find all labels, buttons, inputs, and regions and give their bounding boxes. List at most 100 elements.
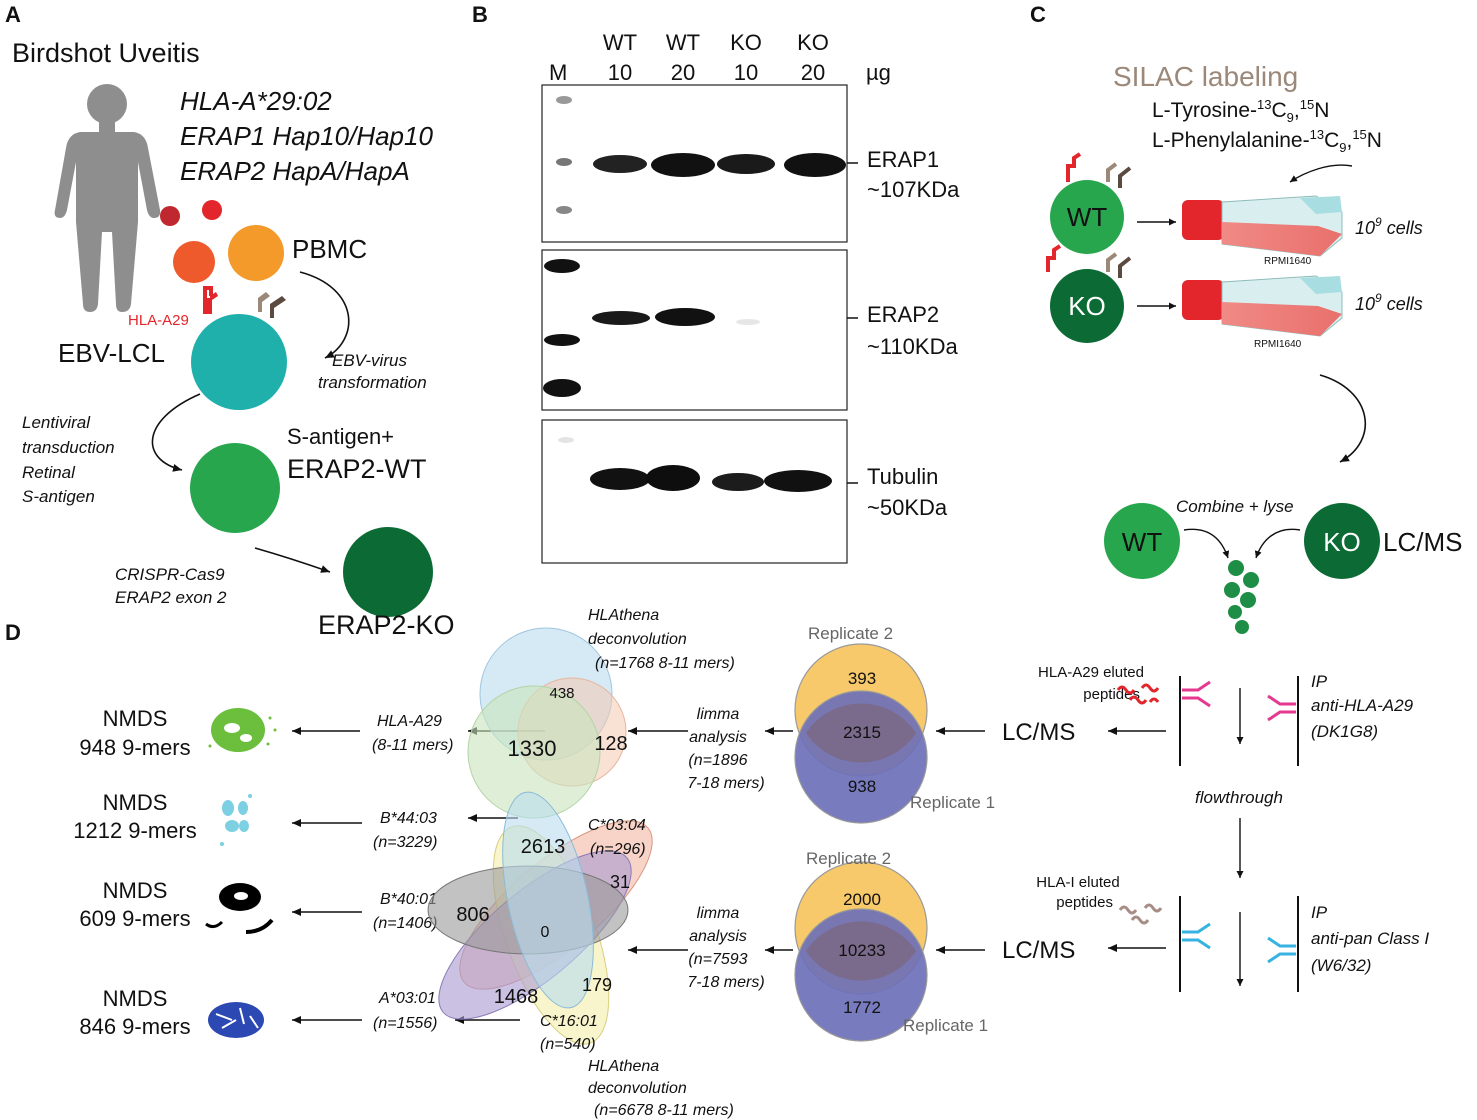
petal-blue-count: 2613 [521, 836, 566, 858]
nmds-b44-title: NMDS [103, 790, 168, 815]
deconvolution-label-3: (n=1768 8-11 mers) [595, 655, 735, 672]
allele-a03-n: (n=1556) [373, 1015, 438, 1032]
transduction-arrow [151, 393, 201, 472]
crispr-label-1: CRISPR-Cas9 [115, 565, 225, 584]
replicate1-label: Replicate 1 [910, 793, 995, 812]
ip-bottom-label-1: IP [1311, 903, 1328, 922]
ip-top-label-1: IP [1311, 672, 1328, 691]
replicate2-label: Replicate 2 [808, 624, 893, 643]
combine-ko-cell [1304, 503, 1380, 579]
nmds-plot-a03 [208, 1002, 264, 1038]
replicate-b-bottom-count: 1772 [843, 998, 881, 1017]
genotype-list: HLA-A*29:02 ERAP1 Hap10/Hap10 ERAP2 HapA… [180, 86, 433, 186]
crispr-label-2: ERAP2 exon 2 [115, 588, 227, 607]
limma-label-2: analysis [689, 729, 747, 746]
nmds-plot-b40 [205, 883, 274, 934]
erap2-ko-cell [343, 527, 433, 617]
erap-receptor-icon [1106, 252, 1118, 272]
limma-label-4: 7-18 mers) [687, 775, 764, 792]
erap-receptor-icon [258, 292, 286, 318]
hla-receptor-icon [1046, 244, 1062, 272]
combine-wt-label: WT [1122, 527, 1163, 557]
erap2-size: ~110KDa [867, 334, 958, 359]
patient-silhouette-icon [54, 84, 161, 312]
allele-b40-n: (n=1406) [373, 915, 438, 932]
lysate-peptides-icon [1224, 560, 1259, 634]
limma-b-label-2: analysis [689, 928, 747, 945]
svg-text:S-antigen: S-antigen [22, 487, 95, 506]
svg-text:KO: KO [797, 30, 829, 55]
replicate-venn-bottom: 2000 10233 1772 [794, 861, 928, 1042]
panel-label-b: B [472, 2, 488, 27]
disease-title: Birdshot Uveitis [12, 38, 200, 68]
cell-count-wt: 109 cells [1355, 215, 1423, 238]
limma-b-label-4: 7-18 mers) [687, 974, 764, 991]
replicate1-b-label: Replicate 1 [903, 1016, 988, 1035]
labeling-arrow [1289, 164, 1353, 183]
replicate-bottom-count: 938 [848, 777, 876, 796]
allele-b44-name: B*44:03 [380, 810, 437, 827]
allele-c16-name: C*16:01 [540, 1013, 598, 1030]
nmds-a29-count: 948 9-mers [79, 735, 190, 760]
petal-center-count: 0 [541, 924, 550, 941]
s-antigen-label: S-antigen+ [287, 424, 394, 449]
silac-wt-label: WT [1067, 202, 1108, 232]
allele-b44-n: (n=3229) [373, 834, 438, 851]
deconvolution-label-2: deconvolution [588, 631, 687, 648]
petal-grey-count: 806 [456, 904, 489, 926]
genotype-erap2: ERAP2 HapA/HapA [180, 156, 410, 186]
peptide-squiggle-icon [1116, 683, 1160, 705]
tubulin-size: ~50KDa [867, 495, 948, 520]
allele-a03-name: A*03:01 [378, 990, 436, 1007]
nmds-b40-title: NMDS [103, 878, 168, 903]
deconvolution-venn-top: 1330 438 128 [467, 627, 628, 819]
limma-label-1: limma [697, 706, 740, 723]
svg-text:10: 10 [734, 60, 758, 85]
ebv-transformation-label-2: transformation [318, 373, 427, 392]
erap-receptor-icon [1118, 166, 1132, 188]
panel-label-d: D [5, 620, 21, 645]
flowthrough-label: flowthrough [1195, 788, 1283, 807]
combine-ko-label: KO [1323, 527, 1361, 557]
svg-text:Retinal: Retinal [22, 463, 76, 482]
silac-lcms-label: LC/MS [1383, 527, 1462, 557]
silac-wt-cell [1050, 180, 1124, 254]
lcms-top-label: LC/MS [1002, 719, 1075, 746]
svg-text:transduction: transduction [22, 438, 115, 457]
nmds-a29-title: NMDS [103, 706, 168, 731]
lcms-bottom-label: LC/MS [1002, 937, 1075, 964]
lane-headers: WT 10 WT 20 KO 10 KO 20 [603, 30, 829, 85]
cell-count-ko: 109 cells [1355, 291, 1423, 314]
antibody-icon [1182, 680, 1296, 722]
petal-red-count: 31 [610, 872, 630, 892]
allele-b40-name: B*40:01 [380, 891, 437, 908]
panel-label-c: C [1030, 2, 1046, 27]
pbmc-cell [228, 225, 284, 281]
erap2-blot [541, 249, 848, 411]
silac-title: SILAC labeling [1113, 61, 1298, 92]
replicate-venn-top: 393 2315 938 [794, 643, 928, 824]
limma-b-label-3: (n=7593 [688, 951, 747, 968]
venn-top-right-count: 438 [549, 685, 574, 702]
deconvolution-venn-bottom: 2613 31 806 0 179 1468 [427, 791, 653, 1045]
petal-yellow-count: 179 [582, 975, 612, 995]
erap1-size: ~107KDa [867, 177, 960, 202]
replicate-b-top-count: 2000 [843, 890, 881, 909]
allele-c03-name: C*03:04 [588, 817, 646, 834]
antibody-icon [1182, 922, 1296, 964]
deconvolution-label-1: HLAthena [588, 607, 659, 624]
erap2-wt-cell [190, 443, 280, 533]
blood-cell-dot [202, 200, 222, 220]
svg-text:20: 20 [671, 60, 695, 85]
hla-a29-receptor-icon [203, 286, 218, 314]
peptide-squiggle-icon [1118, 903, 1163, 925]
silac-label-phenylalanine: L-Phenylalanine-13C9,15N [1152, 127, 1382, 155]
replicate-middle-count: 2315 [843, 723, 881, 742]
svg-text:WT: WT [603, 30, 637, 55]
tubulin-label: Tubulin [867, 464, 938, 489]
genotype-hla: HLA-A*29:02 [180, 86, 332, 116]
erap2-wt-label: ERAP2-WT [287, 454, 427, 484]
erap-receptor-icon [1106, 162, 1118, 182]
ebv-transformation-label-1: EBV-virus [332, 351, 407, 370]
replicate-b-middle-count: 10233 [838, 941, 885, 960]
